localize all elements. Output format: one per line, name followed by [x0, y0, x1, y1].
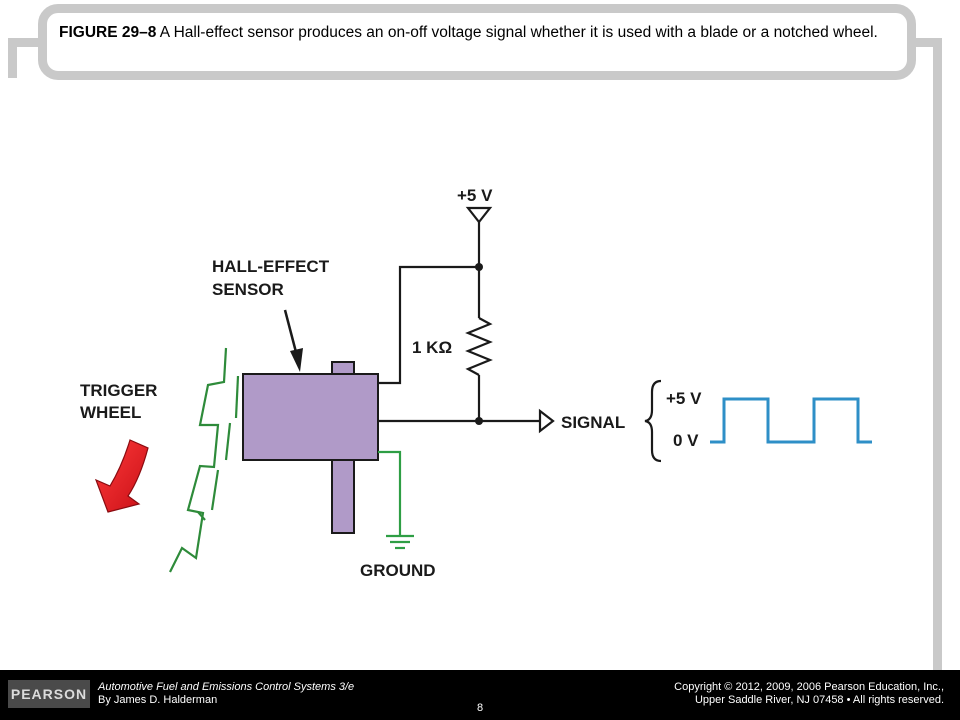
copyright-line1: Copyright © 2012, 2009, 2006 Pearson Edu… — [674, 681, 944, 693]
sensor-power-wire — [378, 265, 479, 385]
low-level-label: 0 V — [673, 431, 699, 450]
figure-caption: FIGURE 29–8 A Hall-effect sensor produce… — [38, 4, 916, 80]
trigger-wheel-label-line1: TRIGGER — [80, 381, 157, 400]
resistor-icon — [465, 317, 493, 376]
tooth-edge-1 — [234, 375, 240, 419]
frame-left-stub — [8, 38, 17, 78]
sensor-label-line2: SENSOR — [212, 280, 284, 299]
resistor-value-label: 1 KΩ — [412, 338, 452, 357]
square-wave-signal — [710, 397, 872, 444]
tooth-edge-4 — [197, 511, 206, 521]
trigger-wheel-profile — [169, 347, 228, 573]
book-info: Automotive Fuel and Emissions Control Sy… — [98, 681, 354, 707]
copyright-notice: Copyright © 2012, 2009, 2006 Pearson Edu… — [674, 681, 944, 707]
trigger-wheel-teeth — [169, 347, 240, 573]
slide-number: 8 — [476, 702, 484, 714]
copyright-line2: Upper Saddle River, NJ 07458 • All right… — [694, 694, 944, 706]
sensor-pointer-line — [283, 309, 299, 357]
level-brace-icon — [644, 379, 662, 463]
hall-effect-sensor-body — [242, 373, 379, 461]
ground-label: GROUND — [360, 561, 436, 580]
supply-terminal-icon — [465, 206, 493, 224]
signal-label: SIGNAL — [561, 413, 625, 432]
frame-right-bar — [933, 38, 942, 670]
junction-dot-signal — [475, 417, 483, 425]
pearson-logo: PEARSON — [8, 680, 90, 708]
tooth-edge-3 — [210, 469, 220, 511]
caption-text: A Hall-effect sensor produces an on-off … — [156, 24, 878, 41]
signal-output-terminal-icon — [538, 408, 555, 434]
trigger-wheel-label-line2: WHEEL — [80, 403, 141, 422]
figure-label: FIGURE 29–8 — [59, 24, 157, 41]
ground-wire — [378, 450, 402, 536]
slide-footer: PEARSON Automotive Fuel and Emissions Co… — [0, 670, 960, 720]
hall-effect-circuit-diagram: +5 V 1 KΩ SIGNAL +5 V 0 V HALL-EFFECT SE… — [80, 186, 872, 580]
book-author: By James D. Halderman — [98, 694, 218, 706]
tooth-edge-2 — [224, 422, 232, 461]
supply-voltage-label: +5 V — [457, 186, 493, 205]
book-title: Automotive Fuel and Emissions Control Sy… — [98, 681, 355, 693]
sensor-label-line1: HALL-EFFECT — [212, 257, 330, 276]
sensor-mount-stem — [331, 459, 355, 534]
rotation-arrow-icon — [94, 439, 149, 513]
high-level-label: +5 V — [666, 389, 702, 408]
sensor-pointer-arrowhead — [290, 348, 303, 372]
sensor-top-tab — [331, 361, 355, 375]
